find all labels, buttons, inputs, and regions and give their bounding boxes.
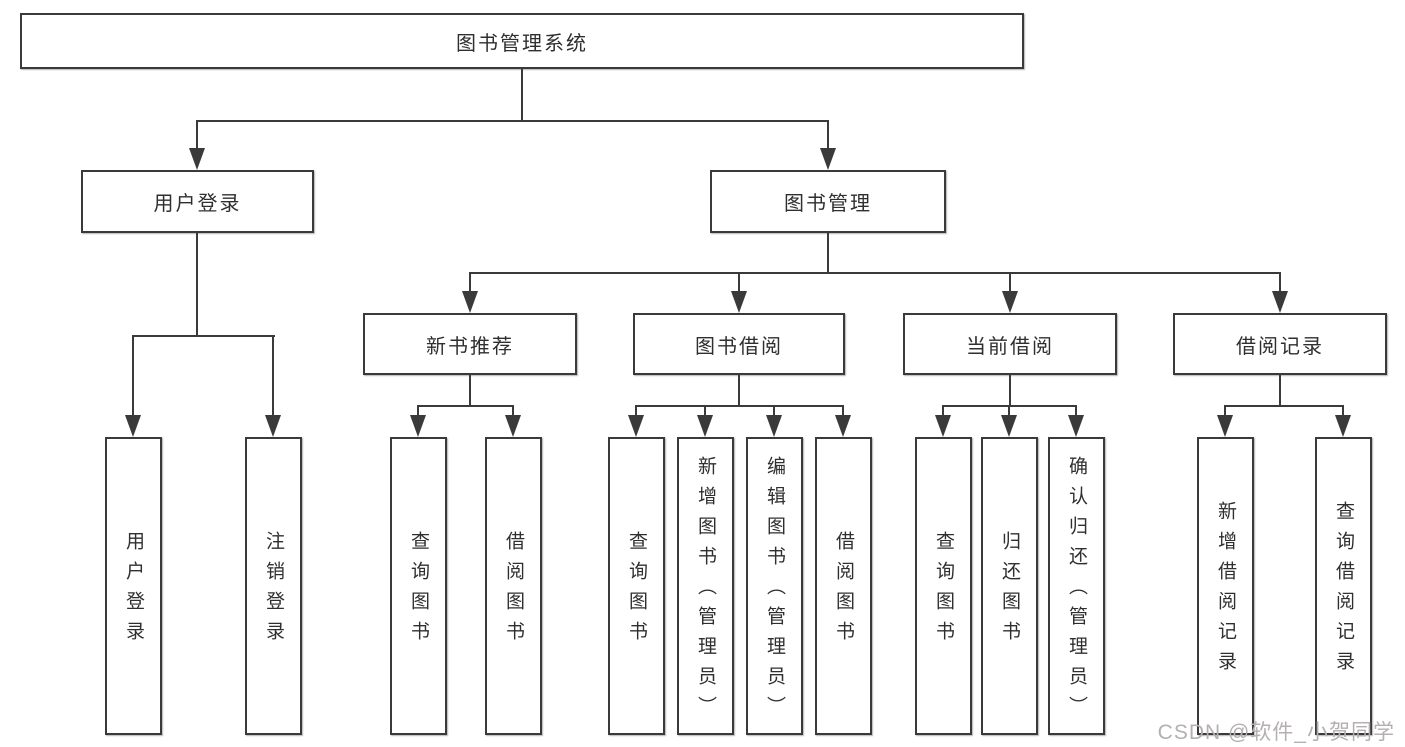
edge-line (1009, 375, 1011, 405)
edge-arrowhead (410, 415, 426, 437)
edge-line (1009, 272, 1011, 291)
leaf-edit-books-admin: 编辑图书（管理员） (746, 437, 803, 735)
csdn-watermark: CSDN @软件_小贺同学 (1157, 721, 1395, 744)
node-label: 图书借阅 (695, 335, 783, 358)
edge-line (773, 405, 775, 415)
edge-line (704, 405, 706, 415)
node-new-book-recommendation: 新书推荐 (363, 313, 577, 375)
leaf-label: 归还图书 (999, 531, 1020, 651)
leaf-label: 借阅图书 (833, 531, 854, 651)
edge-line (469, 375, 471, 405)
edge-arrowhead (1068, 415, 1084, 437)
edge-arrowhead (505, 415, 521, 437)
leaf-label: 查询图书 (933, 531, 954, 651)
edge-line (417, 405, 514, 407)
leaf-borrow-books: 借阅图书 (815, 437, 872, 735)
edge-line (469, 272, 1281, 274)
edge-arrowhead (697, 415, 713, 437)
leaf-confirm-return-admin: 确认归还（管理员） (1048, 437, 1105, 735)
leaf-label: 借阅图书 (503, 531, 524, 651)
node-label: 当前借阅 (966, 335, 1054, 358)
edge-line (272, 335, 274, 415)
edge-arrowhead (628, 415, 644, 437)
leaf-query-books-borrowing: 查询图书 (608, 437, 665, 735)
leaf-borrow-books-recommend: 借阅图书 (485, 437, 542, 735)
edge-arrowhead (731, 291, 747, 313)
leaf-user-login: 用户登录 (105, 437, 162, 735)
edge-line (827, 120, 829, 150)
edge-arrowhead (1272, 291, 1288, 313)
leaf-query-books-recommend: 查询图书 (390, 437, 447, 735)
edge-arrowhead (1335, 415, 1351, 437)
node-book-borrowing: 图书借阅 (633, 313, 845, 375)
leaf-label: 查询图书 (626, 531, 647, 651)
edge-line (1075, 405, 1077, 415)
leaf-label: 注销登录 (263, 531, 284, 651)
edge-line (942, 405, 944, 415)
leaf-label: 编辑图书（管理员） (764, 456, 785, 726)
edge-line (132, 335, 134, 415)
node-label: 图书管理 (784, 193, 872, 215)
node-borrowing-records: 借阅记录 (1173, 313, 1387, 375)
leaf-query-borrow-record: 查询借阅记录 (1315, 437, 1372, 735)
node-library-management-system: 图书管理系统 (20, 13, 1024, 69)
leaf-label: 确认归还（管理员） (1066, 456, 1087, 726)
edge-line (1279, 272, 1281, 291)
leaf-logout: 注销登录 (245, 437, 302, 735)
edge-line (512, 405, 514, 415)
edge-arrowhead (766, 415, 782, 437)
edge-arrowhead (462, 291, 478, 313)
edge-line (1224, 405, 1344, 407)
leaf-add-borrow-record: 新增借阅记录 (1197, 437, 1254, 735)
edge-line (635, 405, 844, 407)
leaf-label: 新增图书（管理员） (695, 456, 716, 726)
edge-line (1224, 405, 1226, 415)
edge-arrowhead (1002, 291, 1018, 313)
edge-line (196, 233, 198, 335)
edge-arrowhead (189, 148, 205, 170)
leaf-add-books-admin: 新增图书（管理员） (677, 437, 734, 735)
node-label: 用户登录 (153, 193, 242, 215)
edge-line (132, 335, 275, 337)
edge-arrowhead (935, 415, 951, 437)
leaf-label: 查询借阅记录 (1333, 501, 1354, 681)
edge-line (1279, 375, 1281, 405)
edge-arrowhead (820, 148, 836, 170)
edge-arrowhead (1001, 415, 1017, 437)
edge-line (1008, 405, 1010, 415)
edge-line (417, 405, 419, 415)
edge-arrowhead (1217, 415, 1233, 437)
leaf-return-books: 归还图书 (981, 437, 1038, 735)
edge-line (635, 405, 637, 415)
leaf-query-books-current: 查询图书 (915, 437, 972, 735)
node-user-login: 用户登录 (81, 170, 314, 233)
edge-arrowhead (835, 415, 851, 437)
edge-line (1342, 405, 1344, 415)
edge-line (521, 69, 523, 120)
leaf-label: 查询图书 (408, 531, 429, 651)
node-current-borrowing: 当前借阅 (903, 313, 1117, 375)
edge-line (469, 272, 471, 291)
node-label: 借阅记录 (1236, 335, 1324, 358)
node-label: 图书管理系统 (456, 32, 588, 55)
edge-line (827, 233, 829, 272)
edge-line (738, 272, 740, 291)
edge-arrowhead (265, 415, 281, 437)
edge-arrowhead (125, 415, 141, 437)
node-label: 新书推荐 (426, 335, 514, 358)
edge-line (196, 120, 829, 122)
leaf-label: 新增借阅记录 (1215, 501, 1236, 681)
edge-line (196, 120, 198, 150)
node-book-management: 图书管理 (710, 170, 946, 233)
edge-line (842, 405, 844, 415)
leaf-label: 用户登录 (123, 531, 144, 651)
edge-line (738, 375, 740, 405)
